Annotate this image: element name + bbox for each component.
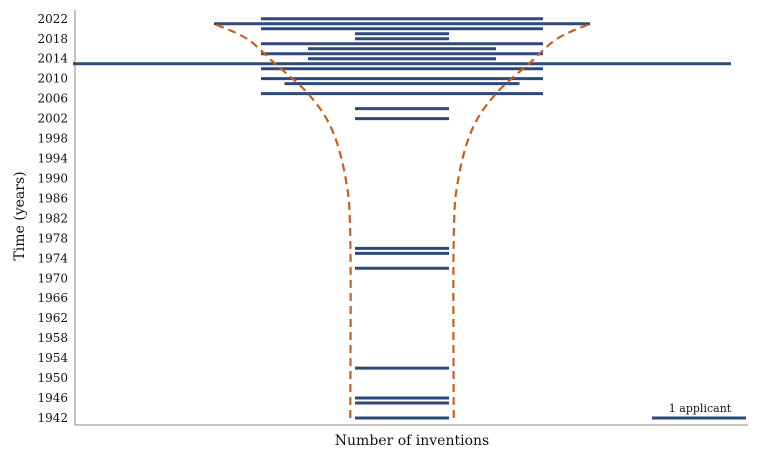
y-tick-label: 1994 xyxy=(37,152,68,166)
y-tick-label: 1942 xyxy=(37,411,68,425)
y-tick-label: 2010 xyxy=(37,72,68,86)
y-tick-label: 1958 xyxy=(37,331,68,345)
y-tick-label: 1954 xyxy=(37,351,68,365)
y-tick-label: 1962 xyxy=(37,311,68,325)
envelope-left xyxy=(213,22,352,419)
y-tick-label: 1998 xyxy=(37,132,68,146)
envelope-right xyxy=(452,22,591,419)
legend-label: 1 applicant xyxy=(669,402,732,415)
y-tick-label: 1978 xyxy=(37,231,68,245)
y-tick-label: 2006 xyxy=(37,92,68,106)
y-tick-label: 1986 xyxy=(37,191,68,205)
y-tick-labels: 1942 1946 1950 1954 1958 1962 1966 1970 1974 1978… xyxy=(37,12,68,425)
y-tick-label: 2002 xyxy=(37,112,68,126)
y-tick-label: 2022 xyxy=(37,12,68,26)
y-tick-label: 1982 xyxy=(37,211,68,225)
y-tick-label: 1946 xyxy=(37,391,68,405)
y-tick-label: 1950 xyxy=(37,371,68,385)
legend: 1 applicant xyxy=(652,402,746,420)
y-tick-label: 1966 xyxy=(37,291,68,305)
envelope-curves xyxy=(213,22,591,419)
y-axis-title: Time (years) xyxy=(12,171,28,260)
y-tick-label: 2018 xyxy=(37,32,68,46)
y-tick-label: 1990 xyxy=(37,171,68,185)
y-tick-label: 2014 xyxy=(37,52,68,66)
y-tick-label: 1970 xyxy=(37,271,68,285)
bars xyxy=(73,17,731,420)
x-axis-title: Number of inventions xyxy=(335,433,489,449)
y-tick-label: 1974 xyxy=(37,251,68,265)
